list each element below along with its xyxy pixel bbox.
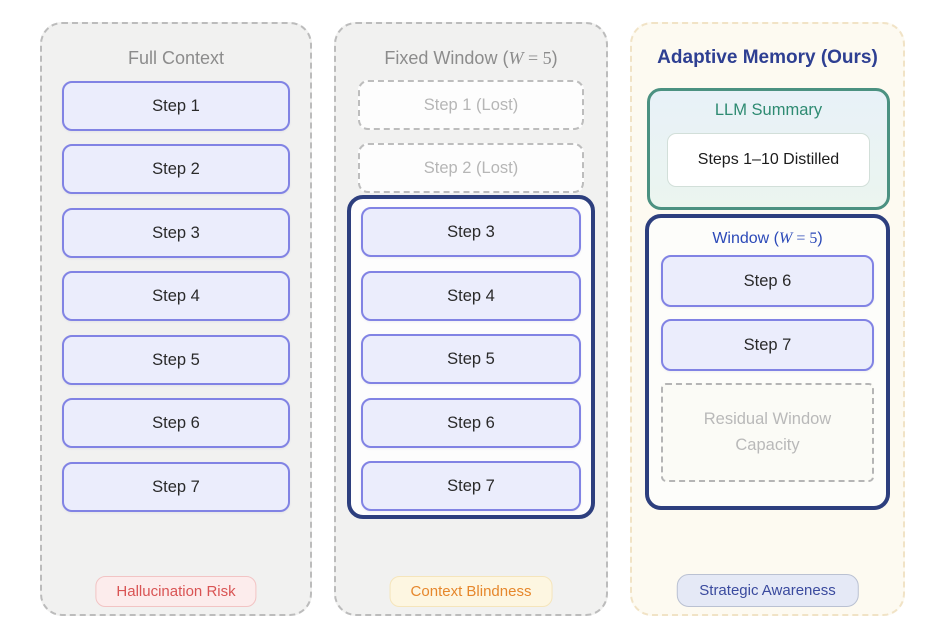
fixed-window-title: Fixed Window (W = 5) [336, 48, 606, 69]
fixed-window-step-3: Step 3 [361, 207, 581, 257]
adaptive-window-label-prefix: Window ( [712, 230, 779, 247]
fixed-window-title-suffix: ) [551, 48, 558, 68]
math-equals: = [792, 230, 810, 247]
adaptive-step-7: Step 7 [661, 319, 874, 371]
adaptive-window-label-suffix: ) [817, 230, 823, 247]
fixed-window-frame: Step 3 Step 4 Step 5 Step 6 Step 7 [347, 195, 595, 519]
fixed-window-step-4: Step 4 [361, 271, 581, 321]
fixed-window-step-7: Step 7 [361, 461, 581, 511]
math-value-5: 5 [809, 230, 818, 247]
adaptive-window-label: Window (W = 5) [649, 230, 886, 248]
full-context-step-1: Step 1 [62, 81, 290, 131]
full-context-step-2: Step 2 [62, 144, 290, 194]
residual-capacity-box: Residual Window Capacity [661, 383, 874, 482]
adaptive-step-6: Step 6 [661, 255, 874, 307]
math-var-w: W [779, 230, 793, 247]
fixed-window-title-prefix: Fixed Window ( [384, 48, 509, 68]
llm-summary-content: Steps 1–10 Distilled [667, 133, 870, 187]
strategic-awareness-badge: Strategic Awareness [676, 574, 859, 607]
hallucination-risk-badge: Hallucination Risk [95, 576, 257, 607]
llm-summary-label: LLM Summary [714, 101, 823, 119]
full-context-step-7: Step 7 [62, 462, 290, 512]
full-context-step-5: Step 5 [62, 335, 290, 385]
fixed-window-step-6: Step 6 [361, 398, 581, 448]
math-var-w: W [508, 48, 524, 68]
context-blindness-badge: Context Blindness [389, 576, 553, 607]
full-context-step-6: Step 6 [62, 398, 290, 448]
adaptive-memory-panel: Adaptive Memory (Ours) LLM Summary Steps… [630, 22, 905, 616]
full-context-step-4: Step 4 [62, 271, 290, 321]
full-context-panel: Full Context Step 1 Step 2 Step 3 Step 4… [40, 22, 312, 616]
full-context-title: Full Context [127, 48, 225, 68]
fixed-window-panel: Fixed Window (W = 5) Step 1 (Lost) Step … [334, 22, 608, 616]
full-context-step-3: Step 3 [62, 208, 290, 258]
math-equals: = [523, 48, 543, 68]
math-value-5: 5 [542, 48, 552, 68]
adaptive-window-frame: Window (W = 5) Step 6 Step 7 Residual Wi… [645, 214, 890, 510]
adaptive-memory-title: Adaptive Memory (Ours) [657, 47, 878, 68]
lost-step-1: Step 1 (Lost) [358, 80, 584, 130]
residual-capacity-label: Residual Window Capacity [703, 409, 832, 454]
lost-step-2: Step 2 (Lost) [358, 143, 584, 193]
fixed-window-step-5: Step 5 [361, 334, 581, 384]
llm-summary-box: LLM Summary Steps 1–10 Distilled [647, 88, 890, 210]
